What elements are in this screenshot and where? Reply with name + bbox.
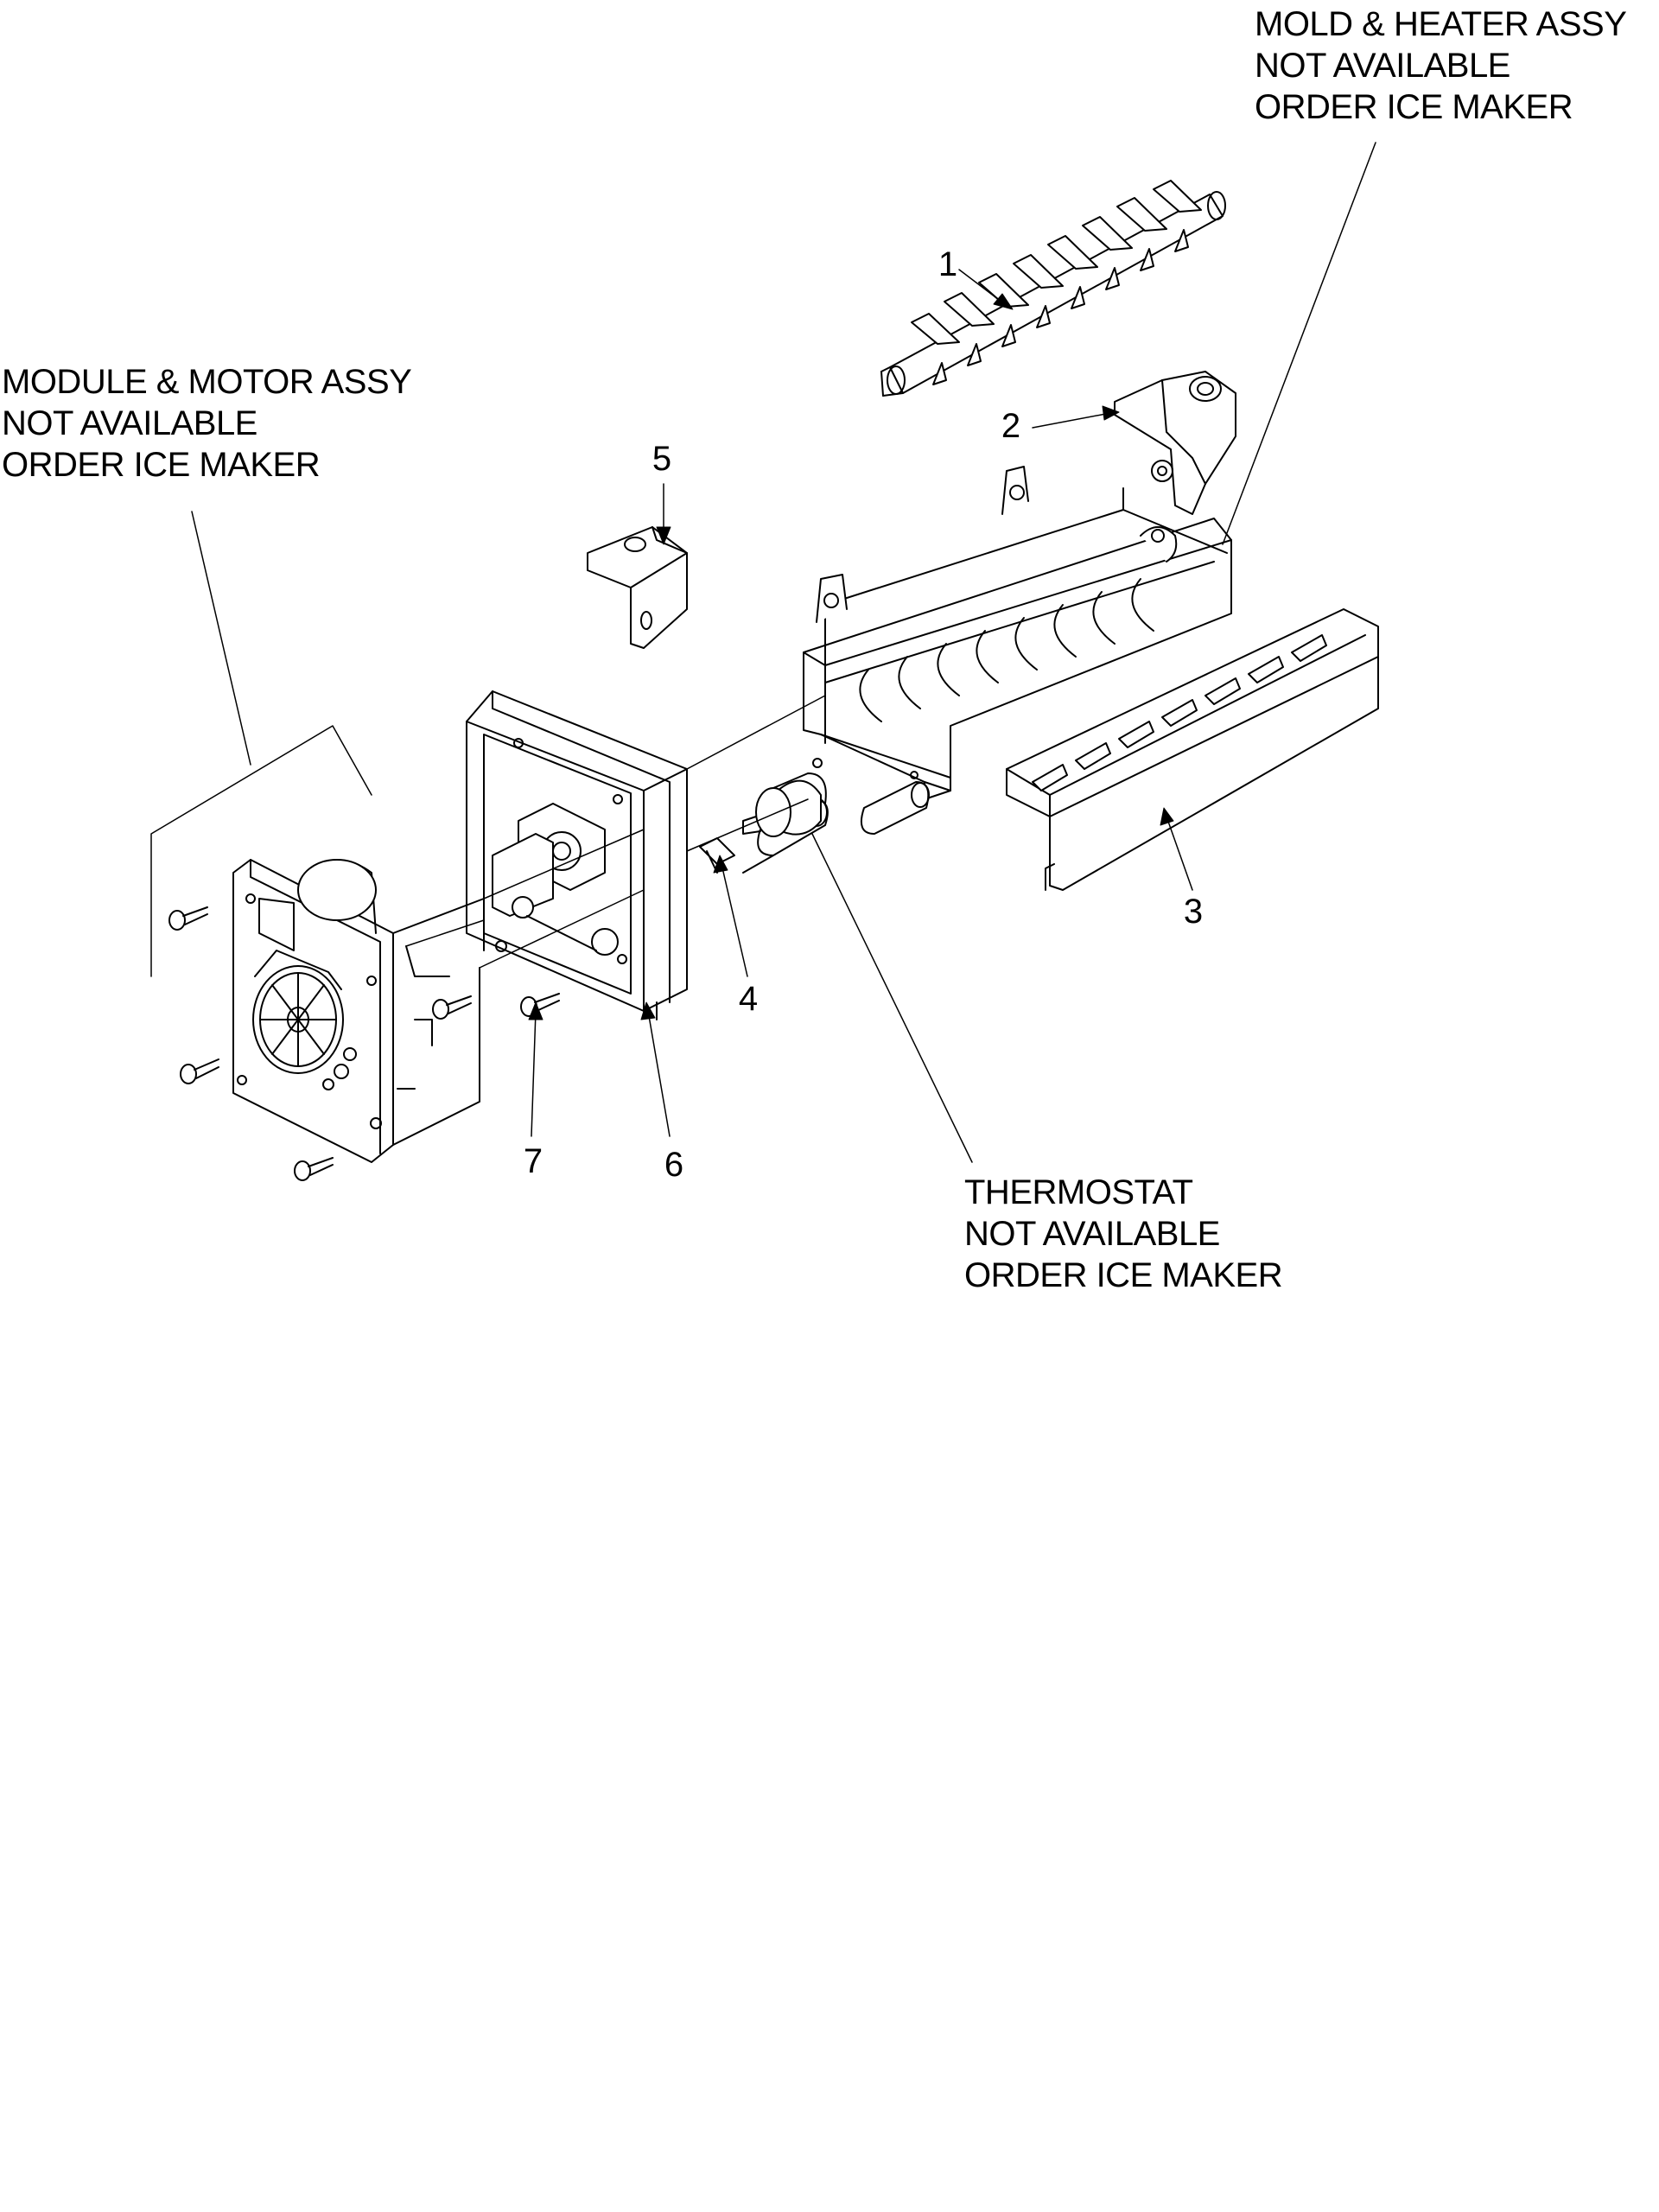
module-motor-callout: MODULE & MOTOR ASSY NOT AVAILABLE ORDER … <box>2 361 412 486</box>
part-number-2: 2 <box>1001 407 1021 445</box>
screw <box>521 994 559 1016</box>
callout-line: THERMOSTAT <box>964 1173 1193 1211</box>
motor-module-part <box>233 860 484 1162</box>
screws <box>169 907 559 1180</box>
part-number-1: 1 <box>938 245 958 283</box>
screw <box>169 907 207 930</box>
part-number-6: 6 <box>664 1146 684 1184</box>
part-number-5: 5 <box>652 440 672 478</box>
mold-heater-callout: MOLD & HEATER ASSY NOT AVAILABLE ORDER I… <box>1255 3 1627 128</box>
mounting-bracket-part <box>588 527 687 648</box>
assembly-axis-lines <box>406 696 825 968</box>
callout-line: MODULE & MOTOR ASSY <box>2 363 412 401</box>
callout-line: ORDER ICE MAKER <box>2 446 321 484</box>
part-number-4: 4 <box>738 980 759 1018</box>
thermostat-parts <box>700 759 929 873</box>
callout-line: NOT AVAILABLE <box>964 1215 1220 1253</box>
callout-line: NOT AVAILABLE <box>1255 47 1510 85</box>
bearing-bracket-part <box>1115 372 1236 514</box>
callout-line: ORDER ICE MAKER <box>964 1256 1283 1294</box>
callout-line: NOT AVAILABLE <box>2 404 257 442</box>
ice-mold-body <box>804 467 1231 799</box>
screw <box>295 1158 333 1180</box>
callout-line: ORDER ICE MAKER <box>1255 88 1573 126</box>
callout-line: MOLD & HEATER ASSY <box>1255 5 1627 43</box>
ejector-shaft-part <box>881 181 1225 396</box>
part-number-3: 3 <box>1183 893 1204 931</box>
stripper-part <box>1007 609 1378 890</box>
arrowheads <box>529 294 1173 1020</box>
screw <box>181 1059 219 1084</box>
part-number-7: 7 <box>523 1142 543 1180</box>
screw <box>433 996 471 1019</box>
module-housing-part <box>467 691 687 1020</box>
thermostat-callout: THERMOSTAT NOT AVAILABLE ORDER ICE MAKER <box>964 1172 1283 1296</box>
